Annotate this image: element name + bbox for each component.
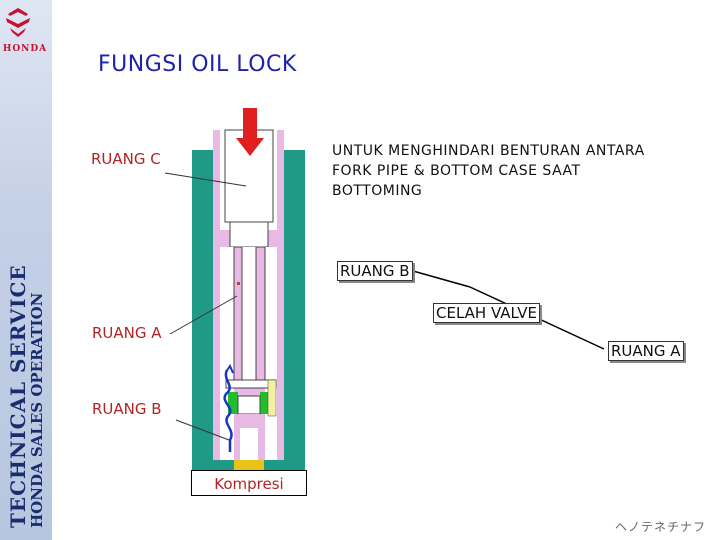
ruang-b-label: RUANG B	[92, 400, 162, 418]
celah-valve-box-label: CELAH VALVE	[433, 303, 540, 323]
lower-cavity-left	[220, 247, 234, 460]
valve-right	[260, 392, 270, 414]
valve-side-right	[267, 379, 277, 417]
piston-collar	[229, 221, 269, 248]
description-text: UNTUK MENGHINDARI BENTURAN ANTARA FORK P…	[332, 141, 712, 201]
ruang-a-box-label: RUANG A	[608, 341, 684, 361]
honda-wing-logo-icon	[6, 8, 30, 37]
description-line: UNTUK MENGHINDARI BENTURAN ANTARA	[332, 143, 645, 159]
ruang-b-box-label: RUANG B	[337, 261, 413, 281]
description-line: BOTTOMING	[332, 183, 423, 199]
rod-channel	[242, 247, 256, 387]
description-line: FORK PIPE & BOTTOM CASE SAAT	[332, 163, 581, 179]
lower-cavity-right	[265, 247, 277, 460]
compression-arrow-icon	[236, 108, 264, 156]
slide-title: FUNGSI OIL LOCK	[98, 52, 297, 77]
kompresi-label: Kompresi	[191, 470, 307, 496]
sidebar-banner: HONDA TECHNICAL SERVICE HONDA SALES OPER…	[0, 0, 52, 540]
footer-text: ヘノテネチナフ	[614, 520, 706, 534]
ruang-a-label: RUANG A	[92, 324, 162, 342]
ruang-c-label: RUANG C	[91, 150, 161, 168]
valve-left	[228, 392, 238, 414]
spring-icon	[223, 369, 233, 452]
honda-logo-text: HONDA	[2, 44, 48, 54]
